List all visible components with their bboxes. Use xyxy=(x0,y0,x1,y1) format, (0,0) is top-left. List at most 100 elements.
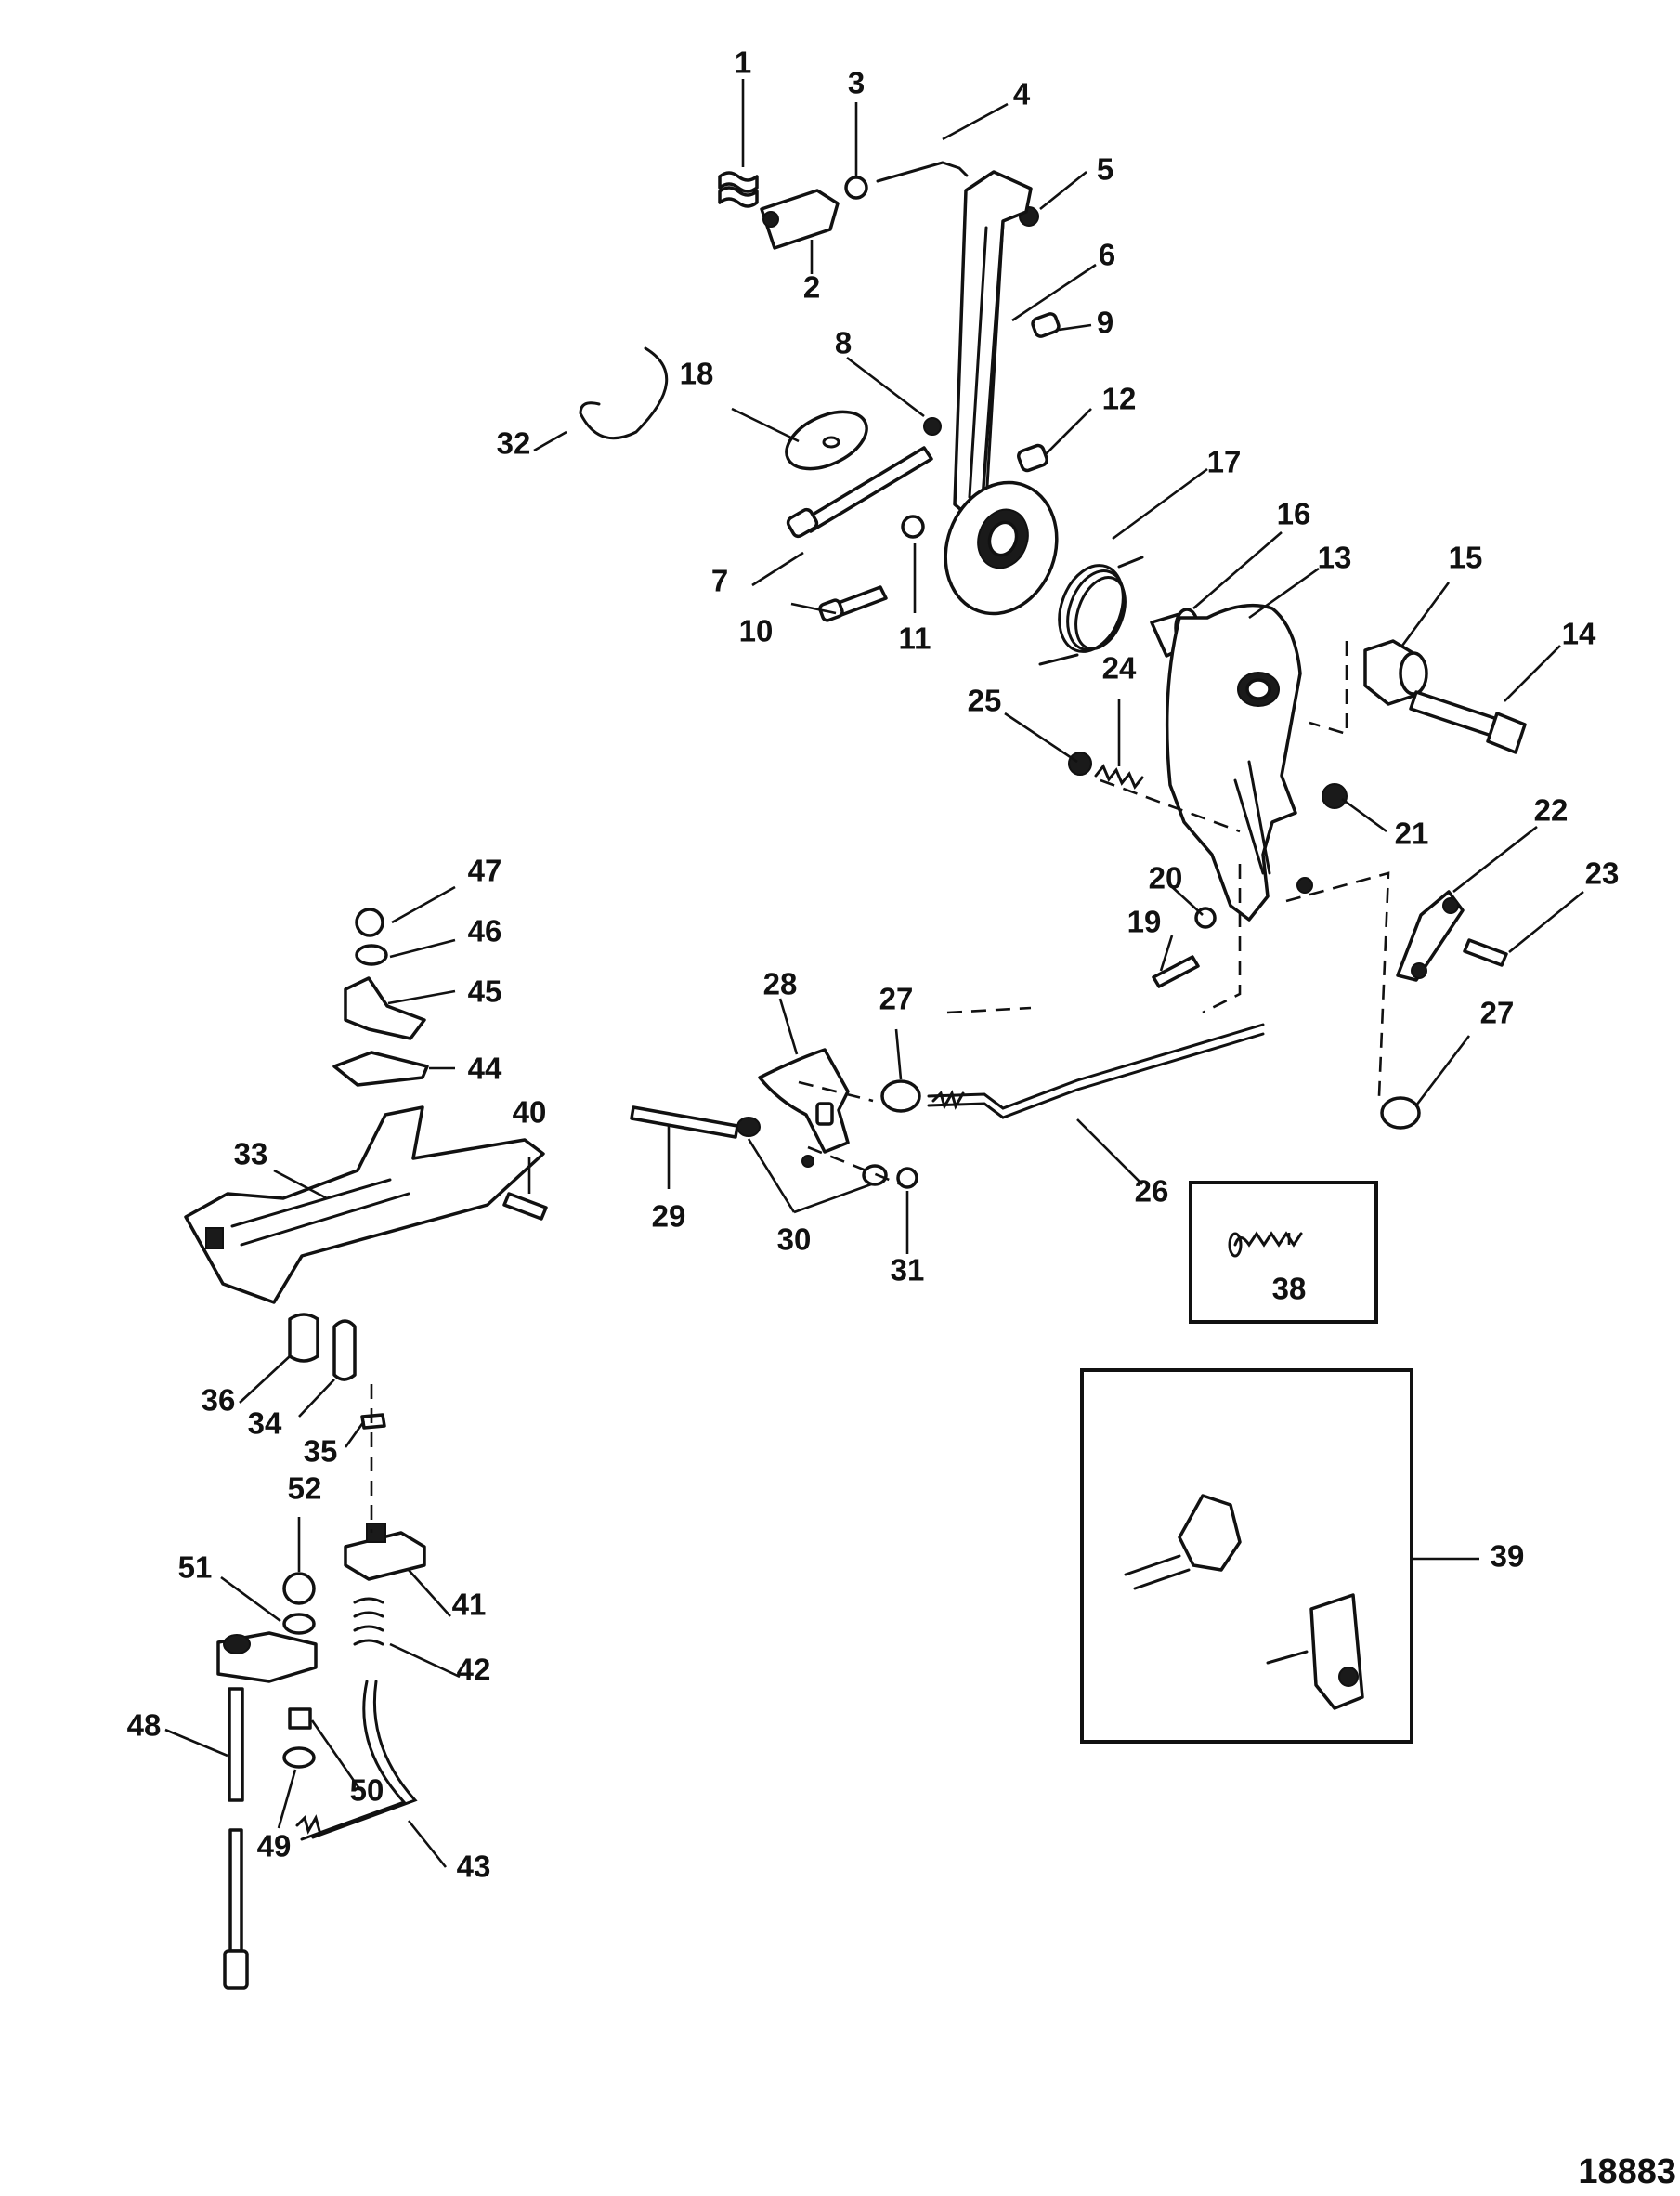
part-35-screw xyxy=(360,1413,386,1430)
part-32-clip xyxy=(579,346,669,440)
callout-8: 8 xyxy=(835,326,852,360)
part-9-bushing xyxy=(1031,312,1061,338)
part-27-connector-mid xyxy=(880,1079,921,1113)
part-39-bracket-a xyxy=(1178,1494,1242,1572)
part-19-screw xyxy=(1152,955,1200,988)
part-38-spring xyxy=(1233,1231,1303,1248)
inset-38 xyxy=(1189,1181,1378,1324)
part-41-bracket xyxy=(344,1531,426,1581)
callout-33: 33 xyxy=(234,1137,268,1171)
callout-36: 36 xyxy=(202,1383,236,1418)
callout-52: 52 xyxy=(288,1471,322,1506)
part-21-nut xyxy=(1322,783,1348,809)
throttle-lever-assembly xyxy=(579,161,1204,666)
callout-51: 51 xyxy=(178,1550,213,1585)
callout-43: 43 xyxy=(457,1850,491,1884)
callout-12: 12 xyxy=(1102,382,1137,416)
callout-28: 28 xyxy=(763,967,798,1001)
callout-9: 9 xyxy=(1097,306,1113,340)
part-22-link xyxy=(1396,890,1465,982)
callout-24: 24 xyxy=(1102,651,1137,686)
callout-44: 44 xyxy=(468,1052,502,1086)
part-26-rod xyxy=(927,1023,1265,1119)
callout-27b: 27 xyxy=(1480,996,1515,1030)
callout-34: 34 xyxy=(248,1406,282,1441)
part-34-gasket xyxy=(332,1319,357,1381)
callout-26: 26 xyxy=(1135,1174,1169,1209)
throttle-cam-bracket xyxy=(1068,603,1527,1130)
part-47-nut xyxy=(355,908,384,937)
part-2-link xyxy=(760,189,840,250)
part-39-plate-b xyxy=(1309,1593,1364,1710)
callout-11: 11 xyxy=(899,621,931,656)
callout-41: 41 xyxy=(452,1588,487,1622)
callout-47: 47 xyxy=(468,854,502,888)
callout-30: 30 xyxy=(777,1222,812,1257)
part-8-nut xyxy=(923,417,942,436)
callout-6: 6 xyxy=(1099,238,1115,272)
callout-23: 23 xyxy=(1585,856,1620,891)
callout-20: 20 xyxy=(1149,861,1183,895)
callout-50: 50 xyxy=(350,1773,384,1808)
part-50-nut xyxy=(288,1707,312,1730)
callout-21: 21 xyxy=(1395,817,1429,851)
inset-39-frame xyxy=(1080,1368,1413,1744)
callout-1: 1 xyxy=(735,46,751,80)
callout-48: 48 xyxy=(127,1708,162,1743)
callout-3: 3 xyxy=(848,66,865,100)
part-11-nut xyxy=(901,515,925,539)
part-29-screw xyxy=(630,1105,739,1139)
inset-38-frame xyxy=(1189,1181,1378,1324)
part-39-pins-a xyxy=(1124,1554,1191,1590)
throttle-cam-rod xyxy=(630,1023,1265,1189)
part-30-fastener-b xyxy=(862,1164,888,1186)
callout-5: 5 xyxy=(1097,152,1113,187)
figure-number: 18883 xyxy=(1578,2152,1676,2191)
part-36-block xyxy=(288,1313,319,1363)
callout-15: 15 xyxy=(1449,541,1483,575)
callout-49: 49 xyxy=(257,1829,292,1863)
callout-7: 7 xyxy=(711,564,728,598)
part-30-fastener-a xyxy=(736,1117,761,1137)
part-43-link-rod xyxy=(300,1680,418,1841)
part-31-nut xyxy=(896,1167,918,1189)
callout-4: 4 xyxy=(1013,77,1031,111)
callout-2: 2 xyxy=(803,270,820,305)
part-23-screw xyxy=(1463,938,1508,967)
callout-42: 42 xyxy=(457,1653,491,1687)
callout-40: 40 xyxy=(513,1095,547,1130)
part-48-lower-rod xyxy=(228,1828,243,1953)
part-42-spring xyxy=(353,1597,384,1646)
part-28-cam xyxy=(758,1048,850,1154)
part-40-screw xyxy=(502,1192,548,1221)
part-52-nut xyxy=(282,1572,316,1605)
callout-10: 10 xyxy=(739,614,774,648)
part-33-arm xyxy=(184,1105,545,1304)
lower-throttle-assembly xyxy=(184,908,548,1990)
part-12-bushing xyxy=(1017,443,1048,473)
callout-32: 32 xyxy=(497,426,531,461)
part-46-washer xyxy=(355,944,388,966)
part-4-screw xyxy=(876,161,969,183)
callout-13: 13 xyxy=(1318,541,1352,575)
callout-35: 35 xyxy=(304,1434,338,1469)
callout-27a: 27 xyxy=(879,982,914,1016)
part-27-connector xyxy=(1380,1096,1421,1130)
part-45-bracket xyxy=(344,976,426,1040)
callout-19: 19 xyxy=(1127,905,1162,939)
callout-38: 38 xyxy=(1272,1272,1307,1306)
callout-31: 31 xyxy=(891,1253,925,1288)
leader-lines xyxy=(164,79,1584,1868)
part-3-nut xyxy=(844,176,868,200)
part-25-nut xyxy=(1068,752,1092,776)
part-51-washer xyxy=(282,1613,316,1635)
callout-39: 39 xyxy=(1491,1539,1525,1574)
callout-45: 45 xyxy=(468,974,502,1009)
part-18-washer xyxy=(785,410,868,471)
callout-25: 25 xyxy=(968,684,1002,718)
callout-22: 22 xyxy=(1534,793,1569,828)
callout-16: 16 xyxy=(1277,497,1311,531)
part-48-rod xyxy=(228,1687,244,1802)
part-13-bracket xyxy=(1165,603,1302,922)
alignment-lines xyxy=(370,641,1390,1533)
